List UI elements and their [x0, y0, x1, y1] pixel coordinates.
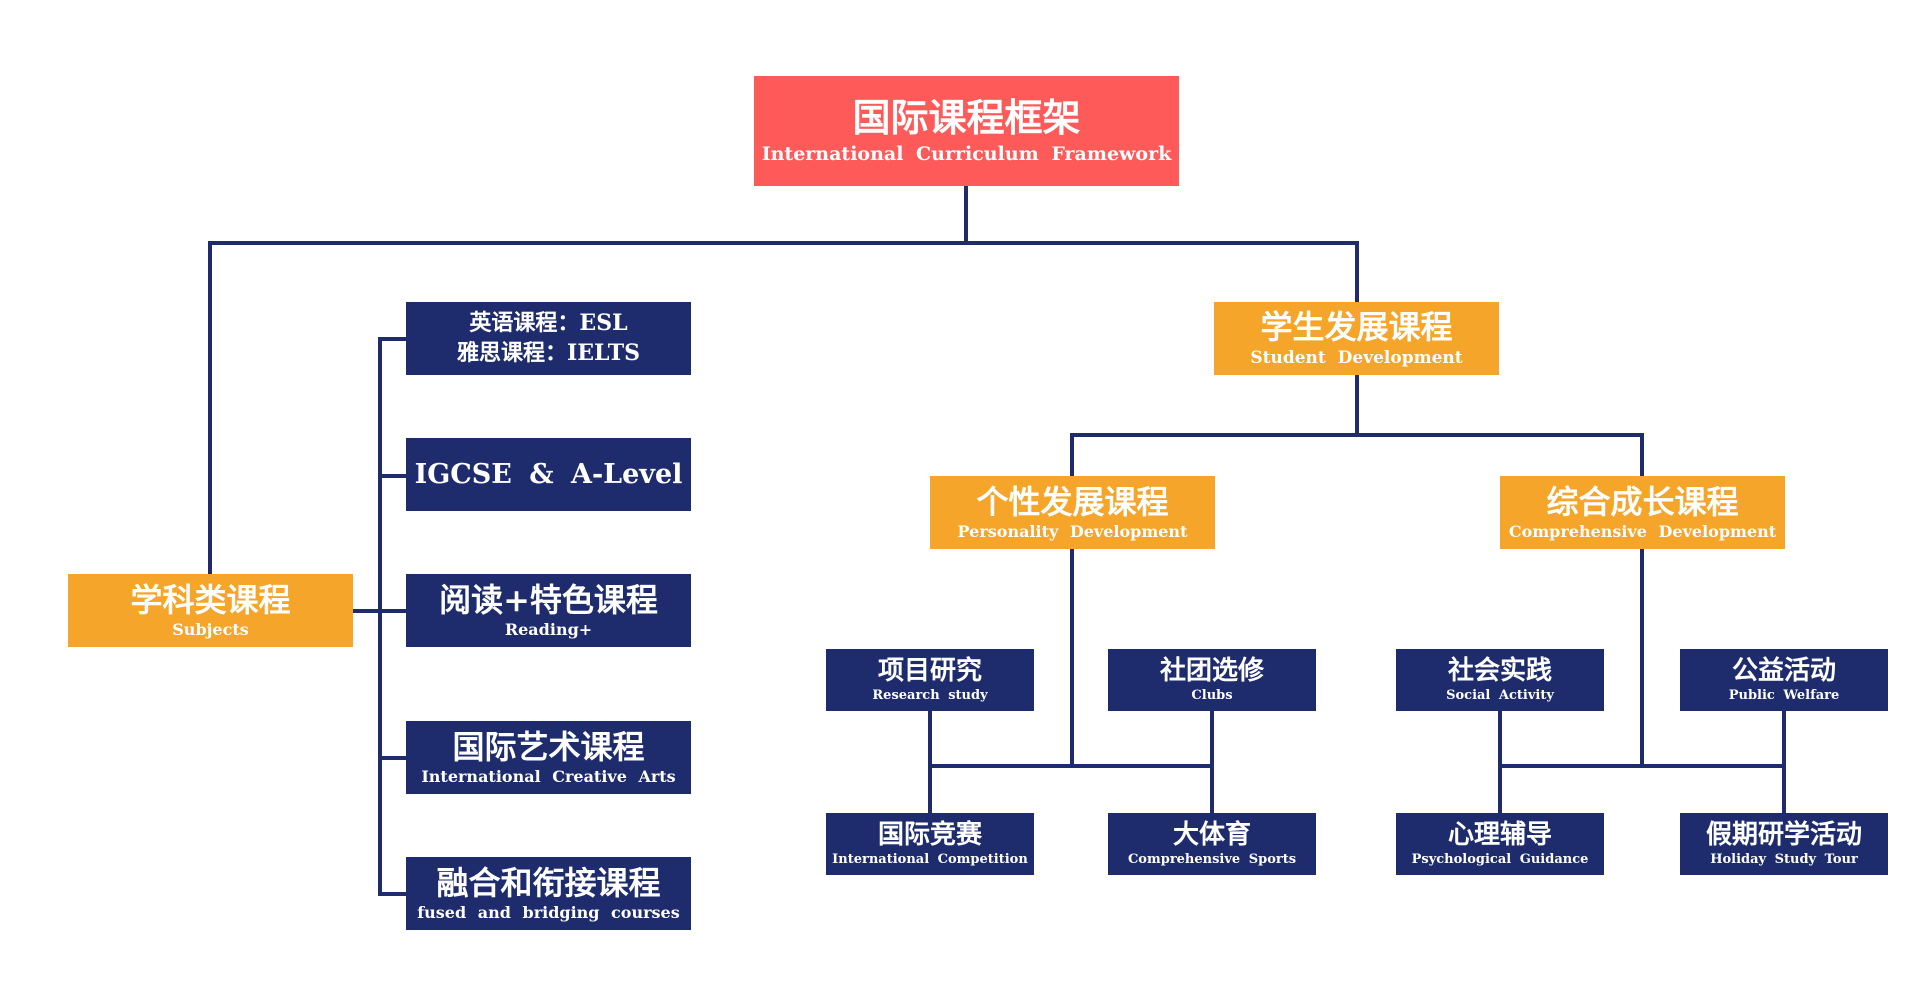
leaf-subtitle: Research study — [872, 687, 988, 703]
subject-item-fused-bridging: 融合和衔接课程 fused and bridging courses — [406, 857, 691, 930]
subject-item-igcse-alevel: IGCSE & A-Level — [406, 438, 691, 511]
root-node: 国际课程框架 International Curriculum Framewor… — [754, 76, 1179, 186]
subject-item-title: 英语课程：ESL — [469, 310, 628, 337]
leaf-international-competition: 国际竞赛 International Competition — [826, 813, 1034, 875]
subjects-node: 学科类课程 Subjects — [68, 574, 353, 647]
leaf-title: 心理辅导 — [1447, 819, 1552, 850]
subject-item-title: 融合和衔接课程 — [436, 863, 661, 902]
student-development-node: 学生发展课程 Student Development — [1214, 302, 1499, 375]
subject-item-subtitle: fused and bridging courses — [417, 903, 680, 923]
subject-item-title: 阅读+特色课程 — [439, 580, 658, 619]
leaf-clubs: 社团选修 Clubs — [1108, 649, 1316, 711]
leaf-subtitle: Social Activity — [1446, 687, 1554, 703]
root-subtitle: International Curriculum Framework — [761, 143, 1172, 166]
leaf-title: 大体育 — [1172, 819, 1251, 850]
subject-item-esl-ielts: 英语课程：ESL 雅思课程：IELTS — [406, 302, 691, 375]
leaf-subtitle: Holiday Study Tour — [1710, 851, 1858, 867]
subject-item-subtitle: International Creative Arts — [421, 767, 676, 787]
leaf-subtitle: Clubs — [1191, 687, 1233, 703]
leaf-subtitle: Public Welfare — [1728, 687, 1840, 703]
leaf-psychological-guidance: 心理辅导 Psychological Guidance — [1396, 813, 1604, 875]
subject-item-reading: 阅读+特色课程 Reading+ — [406, 574, 691, 647]
comprehensive-title: 综合成长课程 — [1546, 482, 1739, 521]
comprehensive-development-node: 综合成长课程 Comprehensive Development — [1500, 476, 1785, 549]
subject-item-subtitle: 雅思课程：IELTS — [457, 339, 640, 366]
subject-item-title: 国际艺术课程 — [452, 727, 645, 766]
leaf-title: 国际竞赛 — [877, 819, 982, 850]
leaf-research-study: 项目研究 Research study — [826, 649, 1034, 711]
leaf-social-activity: 社会实践 Social Activity — [1396, 649, 1604, 711]
leaf-subtitle: Psychological Guidance — [1411, 851, 1589, 867]
leaf-title: 公益活动 — [1731, 655, 1836, 686]
leaf-title: 假期研学活动 — [1705, 819, 1862, 850]
leaf-holiday-study-tour: 假期研学活动 Holiday Study Tour — [1680, 813, 1888, 875]
personality-subtitle: Personality Development — [957, 522, 1188, 542]
leaf-title: 社会实践 — [1447, 655, 1552, 686]
leaf-subtitle: International Competition — [832, 851, 1028, 867]
leaf-subtitle: Comprehensive Sports — [1127, 851, 1297, 867]
leaf-title: 项目研究 — [877, 655, 982, 686]
leaf-public-welfare: 公益活动 Public Welfare — [1680, 649, 1888, 711]
subjects-title: 学科类课程 — [130, 580, 291, 619]
leaf-title: 社团选修 — [1159, 655, 1264, 686]
student-title: 学生发展课程 — [1260, 307, 1453, 346]
comprehensive-subtitle: Comprehensive Development — [1508, 522, 1777, 542]
subject-item-title: IGCSE & A-Level — [414, 458, 683, 490]
personality-title: 个性发展课程 — [976, 482, 1169, 521]
subject-item-subtitle: Reading+ — [504, 620, 593, 640]
leaf-comprehensive-sports: 大体育 Comprehensive Sports — [1108, 813, 1316, 875]
student-subtitle: Student Development — [1250, 347, 1463, 368]
subject-item-creative-arts: 国际艺术课程 International Creative Arts — [406, 721, 691, 794]
subjects-subtitle: Subjects — [172, 620, 249, 640]
personality-development-node: 个性发展课程 Personality Development — [930, 476, 1215, 549]
root-title: 国际课程框架 — [852, 94, 1081, 140]
